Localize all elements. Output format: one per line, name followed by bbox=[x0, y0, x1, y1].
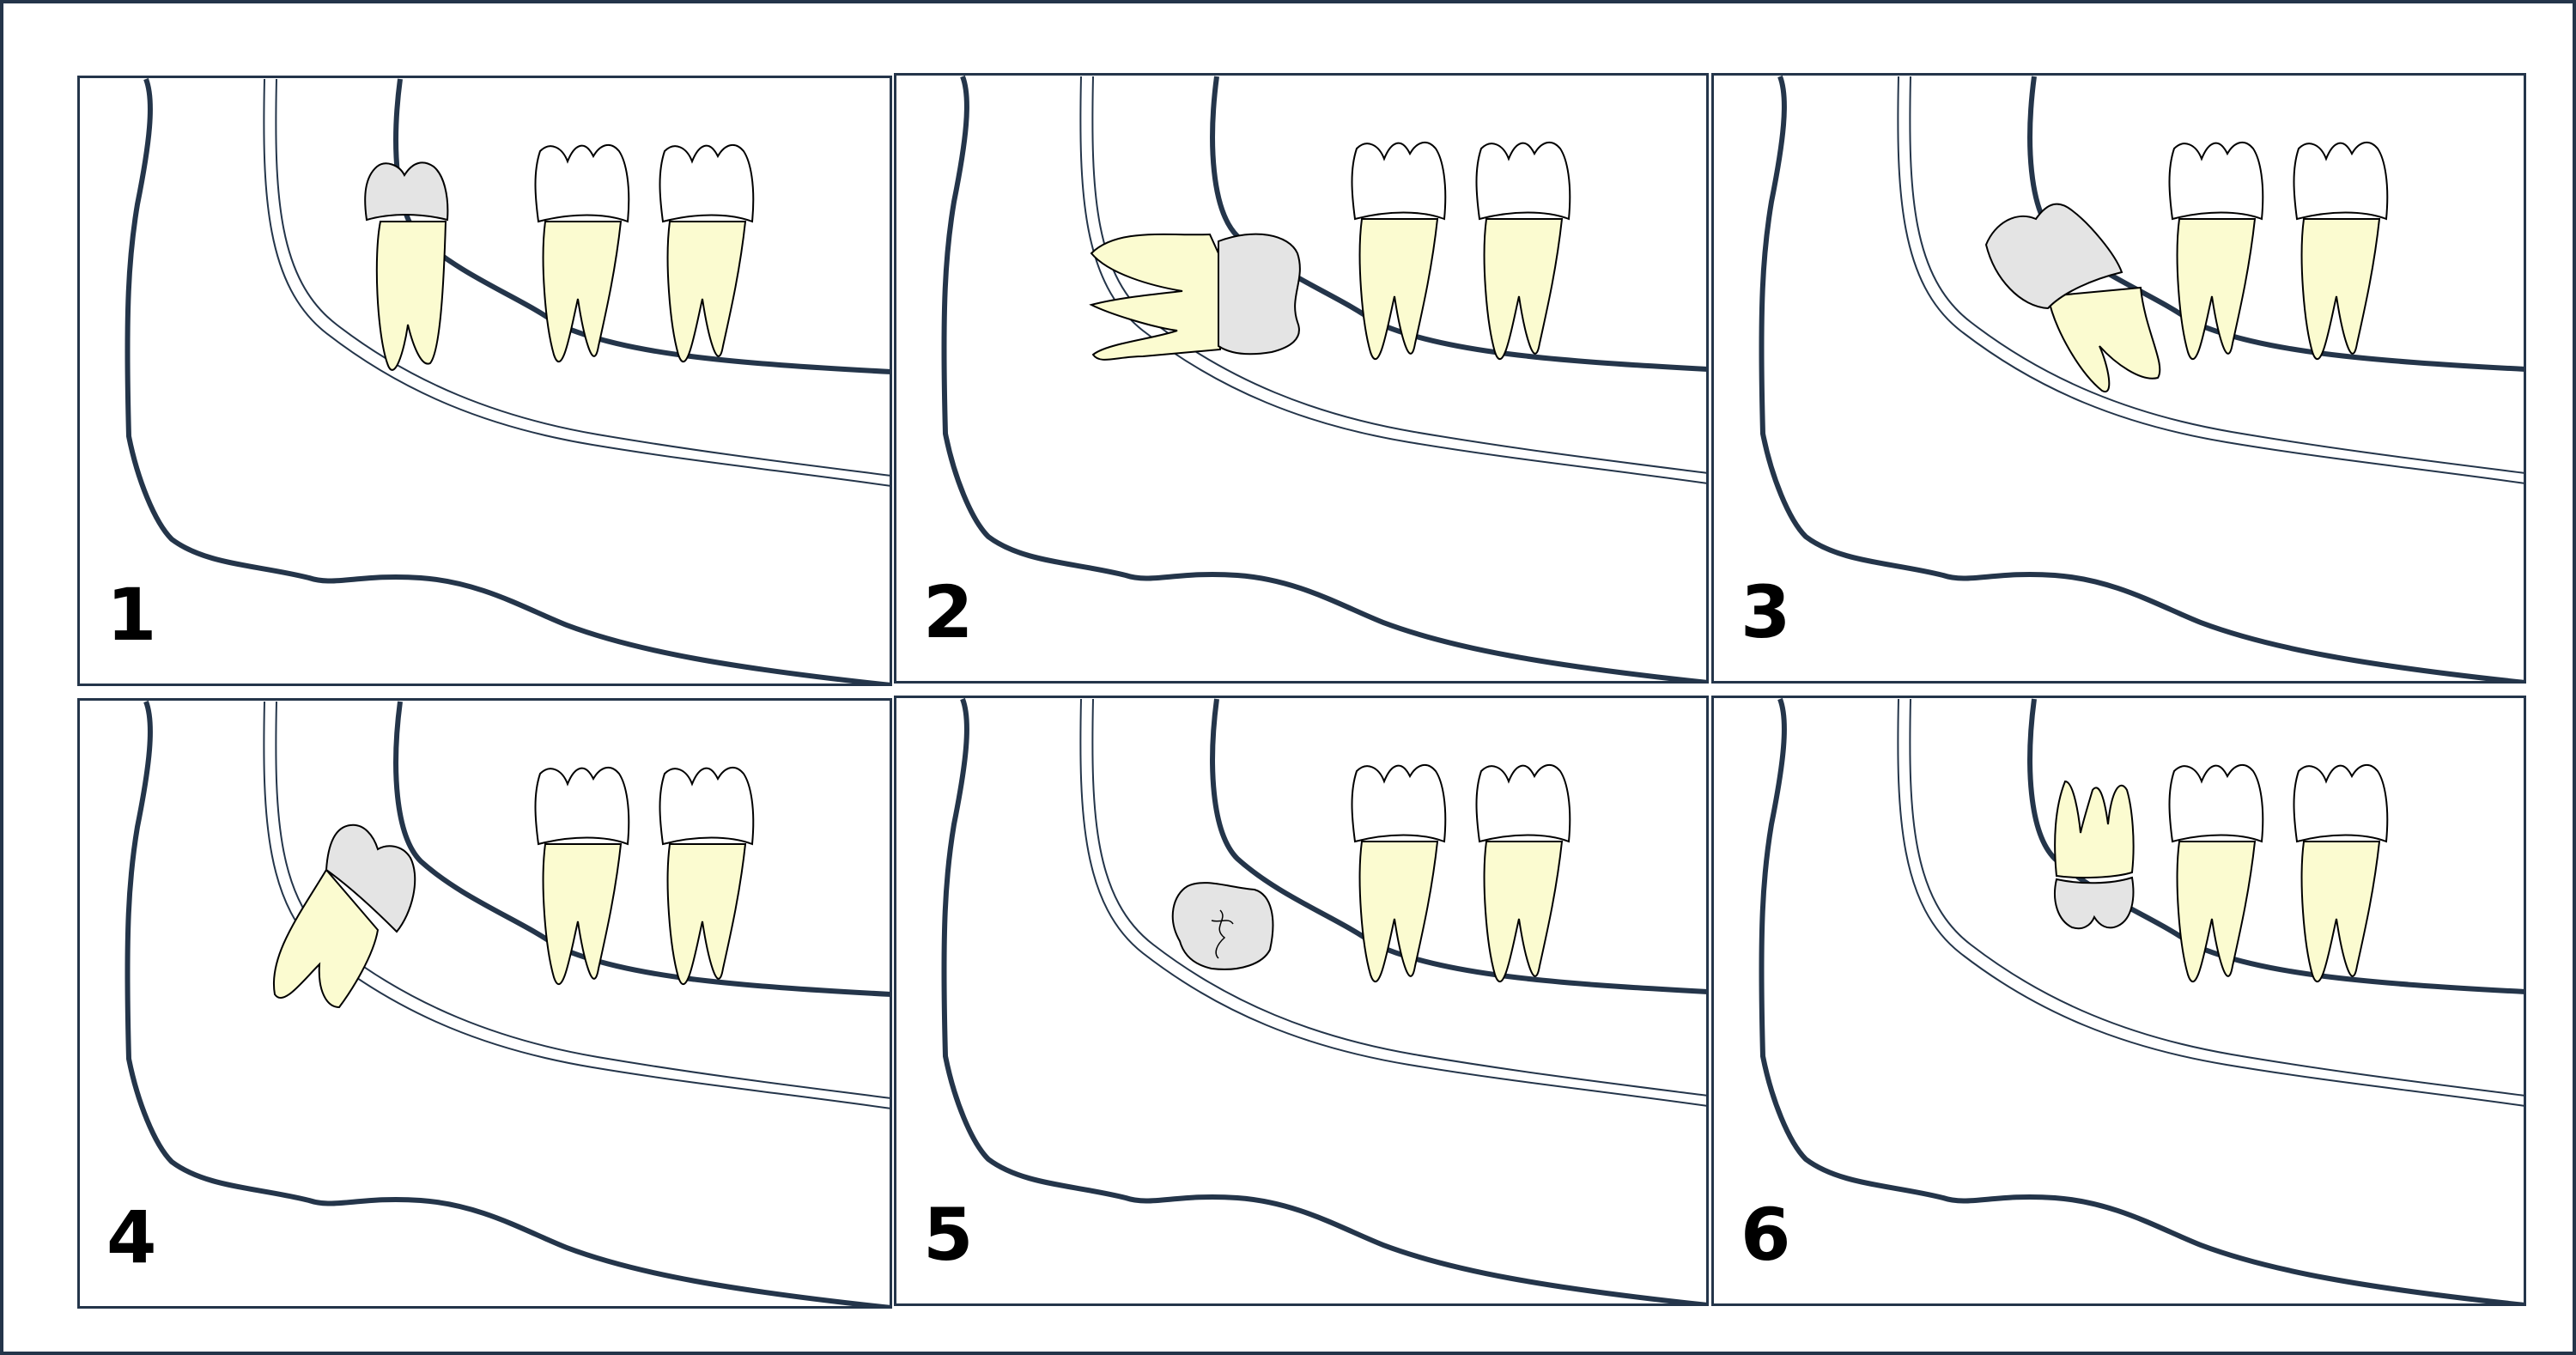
mandibular-canal-inner bbox=[275, 701, 892, 1099]
mandibular-canal-inner bbox=[1091, 698, 1709, 1097]
jaw-outline bbox=[941, 697, 1709, 1306]
panel-3: 3 bbox=[1711, 73, 2526, 684]
first-molar bbox=[2293, 141, 2389, 361]
mandibular-canal-inner bbox=[1091, 76, 1709, 474]
panel-1: 1 bbox=[77, 76, 892, 686]
panel-number: 4 bbox=[106, 1195, 157, 1279]
impacted-tooth-horizontal bbox=[1089, 233, 1301, 361]
ramus-line bbox=[2027, 76, 2526, 372]
panel-border bbox=[1711, 73, 2526, 684]
jaw-diagram bbox=[1711, 73, 2526, 684]
panel-number: 2 bbox=[923, 570, 974, 654]
ramus-line bbox=[1210, 76, 1709, 372]
panel-4: 4 bbox=[77, 698, 892, 1309]
first-molar bbox=[659, 143, 755, 363]
first-molar bbox=[1475, 141, 1571, 361]
impacted-tooth-mesioangular bbox=[1984, 203, 2161, 393]
ramus-line bbox=[2027, 698, 2526, 994]
panel-border bbox=[77, 698, 892, 1309]
jaw-diagram bbox=[1711, 696, 2526, 1306]
jaw-diagram bbox=[894, 696, 1709, 1306]
panel-border bbox=[77, 76, 892, 686]
second-molar bbox=[1351, 141, 1447, 361]
panel-6: 6 bbox=[1711, 696, 2526, 1306]
ramus-line bbox=[1210, 698, 1709, 994]
first-molar bbox=[2293, 763, 2389, 983]
second-molar bbox=[1351, 763, 1447, 983]
ramus-line bbox=[393, 701, 892, 997]
mandibular-canal-outer bbox=[1079, 76, 1709, 484]
mandibular-canal-inner bbox=[275, 78, 892, 477]
mandibular-canal-inner bbox=[1909, 698, 2526, 1097]
jaw-outline bbox=[941, 75, 1709, 684]
impacted-tooth-vertical bbox=[364, 161, 449, 371]
second-molar bbox=[2168, 141, 2264, 361]
impacted-tooth-distoangular bbox=[272, 823, 416, 1009]
impacted-tooth-inverted bbox=[2054, 780, 2135, 930]
jaw-outline bbox=[125, 700, 892, 1309]
jaw-outline bbox=[125, 77, 892, 686]
panel-number: 6 bbox=[1741, 1193, 1791, 1277]
mandibular-canal-outer bbox=[263, 78, 892, 487]
jaw-outline bbox=[1759, 697, 2526, 1306]
mandibular-canal-outer bbox=[263, 701, 892, 1109]
panel-border bbox=[894, 696, 1709, 1306]
panel-2: 2 bbox=[894, 73, 1709, 684]
mandibular-canal-outer bbox=[1897, 76, 2526, 484]
jaw-diagram bbox=[894, 73, 1709, 684]
second-molar bbox=[534, 766, 630, 986]
mandibular-canal-outer bbox=[1897, 698, 2526, 1107]
panel-number: 1 bbox=[106, 573, 157, 657]
jaw-diagram bbox=[77, 76, 892, 686]
first-molar bbox=[1475, 763, 1571, 983]
second-molar bbox=[2168, 763, 2264, 983]
second-molar bbox=[534, 143, 630, 363]
panel-border bbox=[894, 73, 1709, 684]
first-molar bbox=[659, 766, 755, 986]
jaw-diagram bbox=[77, 698, 892, 1309]
mandibular-canal-inner bbox=[1909, 76, 2526, 474]
impacted-tooth-crown-only bbox=[1171, 882, 1274, 970]
panel-number: 3 bbox=[1741, 570, 1791, 654]
panel-number: 5 bbox=[923, 1193, 974, 1277]
jaw-outline bbox=[1759, 75, 2526, 684]
mandibular-canal-outer bbox=[1079, 698, 1709, 1107]
panel-5: 5 bbox=[894, 696, 1709, 1306]
